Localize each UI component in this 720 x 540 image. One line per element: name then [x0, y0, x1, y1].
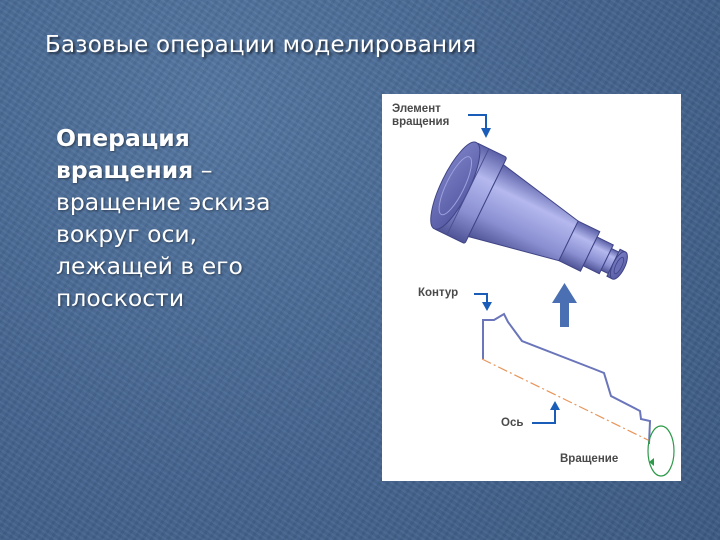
axis-callout-arrow	[532, 401, 560, 424]
label-axis: Ось	[501, 417, 524, 429]
revolve-illustration-graphic	[430, 114, 675, 477]
definition-line-3: лежащей в его	[56, 252, 243, 280]
definition-line-4: плоскости	[56, 284, 185, 312]
slide-title: Базовые операции моделирования	[45, 32, 477, 58]
definition-line-2: вокруг оси,	[56, 220, 198, 248]
label-element-line-2: вращения	[392, 116, 450, 128]
revolve-illustration: Элемент вращения Контур Ось Вращение	[382, 94, 681, 481]
label-element-of-revolution: Элемент вращения	[392, 103, 449, 129]
rotation-circle	[647, 425, 675, 477]
label-contour: Контур	[418, 287, 459, 299]
revolved-solid	[430, 141, 628, 280]
rotation-axis	[481, 358, 651, 442]
contour-profile	[482, 312, 652, 445]
slide-body-text: Операция вращения – вращение эскиза вокр…	[56, 122, 356, 314]
label-element-line-1: Элемент	[392, 103, 441, 115]
term-line-2: вращения –	[56, 154, 356, 186]
element-callout-arrow	[468, 114, 491, 138]
definition-line-1: вращение эскиза	[56, 188, 271, 216]
up-arrow-icon	[552, 283, 577, 327]
term-line-1: Операция	[56, 124, 190, 152]
term-dash: –	[193, 156, 213, 184]
rotation-arrow-icon	[649, 458, 654, 466]
contour-callout-arrow	[474, 293, 492, 311]
label-rotation: Вращение	[560, 453, 619, 465]
term-word: вращения	[56, 156, 194, 184]
